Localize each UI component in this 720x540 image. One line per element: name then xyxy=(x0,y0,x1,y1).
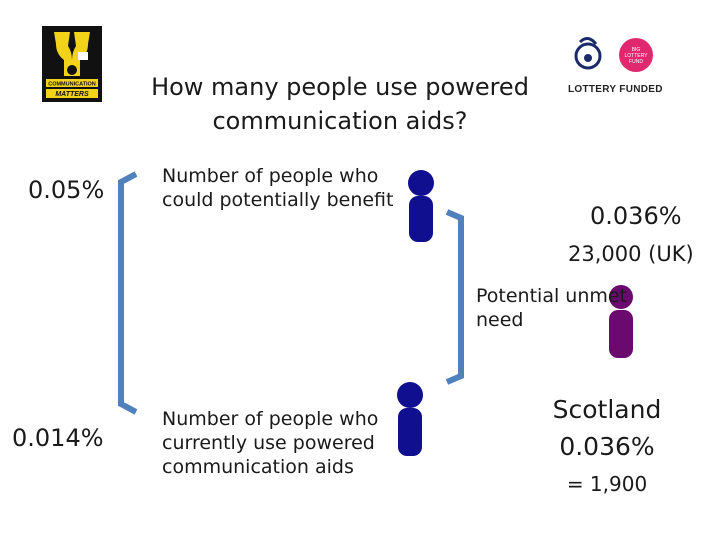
uk-percentage: 0.036% xyxy=(590,202,682,230)
unmet-need-label: Potential unmet need xyxy=(476,284,627,332)
scotland-percentage: 0.036% xyxy=(559,432,655,461)
big-lottery-fund-badge xyxy=(619,38,653,72)
title-line-2: communication aids? xyxy=(212,107,468,135)
person-icon-unmet xyxy=(609,285,633,358)
label-currently-use-line2: currently use powered xyxy=(162,432,375,454)
svg-text:FUND: FUND xyxy=(629,59,643,65)
svg-text:BIG: BIG xyxy=(632,47,641,53)
label-currently-use: Number of people who currently use power… xyxy=(162,407,378,479)
unmet-need-line1: Potential unmet xyxy=(476,285,628,307)
label-could-benefit-line2: could potentially benefit xyxy=(162,189,394,211)
person-icon-bottom xyxy=(397,382,423,456)
scotland-block: Scotland 0.036% = 1,900 xyxy=(534,393,680,501)
logo-line2: MATTERS xyxy=(55,91,89,98)
top-percentage: 0.05% xyxy=(28,176,105,204)
svg-text:LOTTERY: LOTTERY xyxy=(625,53,649,59)
label-currently-use-line1: Number of people who xyxy=(162,408,379,430)
bottom-percentage: 0.014% xyxy=(12,424,104,452)
title-line-1: How many people use powered xyxy=(151,73,529,101)
communication-matters-logo: COMMUNICATION MATTERS xyxy=(42,26,102,102)
unmet-need-line2: need xyxy=(476,309,524,331)
lottery-crossed-fingers-icon xyxy=(574,37,602,70)
logo-line1: COMMUNICATION xyxy=(48,82,96,88)
slide-title: How many people use powered communicatio… xyxy=(120,70,560,138)
lottery-funded-text: LOTTERY FUNDED xyxy=(568,84,663,95)
label-currently-use-line3: communication aids xyxy=(162,456,354,478)
scotland-count: = 1,900 xyxy=(566,472,648,496)
scotland-name: Scotland xyxy=(552,395,662,424)
lottery-funded-logo: BIG LOTTERY FUND LOTTERY FUNDED xyxy=(566,32,662,96)
uk-count: 23,000 (UK) xyxy=(568,242,694,266)
left-bracket xyxy=(118,171,138,415)
person-icon-top xyxy=(408,170,434,242)
label-could-benefit: Number of people who could potentially b… xyxy=(162,164,393,212)
label-could-benefit-line1: Number of people who xyxy=(162,165,379,187)
right-bracket xyxy=(445,209,464,385)
